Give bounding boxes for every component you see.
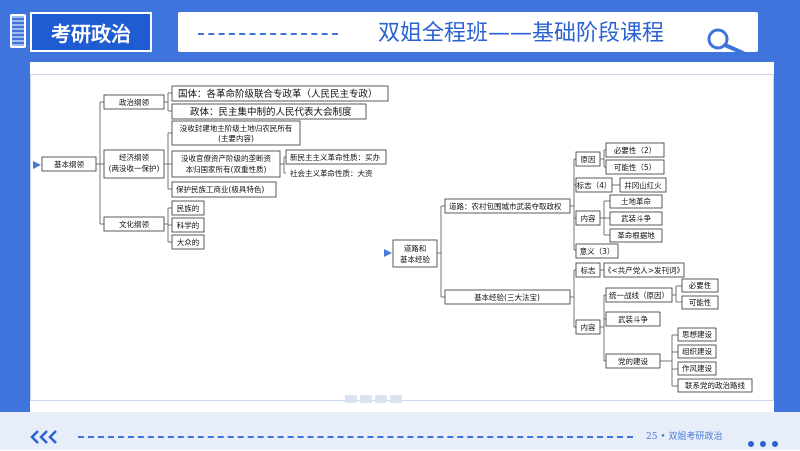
label-popular: 大众的 — [177, 237, 200, 247]
label-meaning: 意义（3） — [580, 246, 615, 256]
dot-3 — [772, 441, 778, 447]
label-armed-struggle: 武装斗争 — [621, 213, 651, 223]
label-style: 作风建设 — [682, 363, 712, 373]
node-national — [171, 200, 205, 216]
label-communist-foreword: 《<共产党人>发刊词》 — [604, 265, 684, 275]
label-uf-possibility: 可能性 — [689, 297, 712, 307]
slide-thumbnails — [345, 388, 405, 407]
node-meaning — [575, 243, 619, 259]
node-government-system — [171, 103, 367, 120]
label-socialist-nature: 社会主义革命性质：大资 — [290, 168, 373, 178]
label-state-system: 国体：各革命阶级联合专政革（人民民主专政） — [178, 88, 378, 100]
brand-title-text: 考研政治 — [51, 21, 131, 46]
label-road: 道路：农村包围城市武装夺取政权 — [449, 201, 562, 211]
label-exp-armed-struggle: 武装斗争 — [618, 314, 648, 324]
label-scientific: 科学的 — [177, 220, 200, 230]
thumbnail-marker — [390, 395, 402, 403]
label-united-front: 统一战线（原因） — [609, 290, 669, 300]
root-arrow-icon — [384, 249, 392, 257]
label-political-program: 政治纲领 — [119, 97, 149, 107]
node-state-system — [171, 85, 389, 102]
right-frame — [774, 62, 800, 412]
label-content: 内容 — [581, 213, 596, 223]
label-land-confiscation-sub: (主要内容) — [218, 133, 254, 143]
node-capital-confiscation — [171, 150, 281, 178]
node-scientific — [171, 217, 205, 233]
label-protect-industry: 保护民族工商业(极具特色) — [176, 184, 264, 194]
label-economic-program-sub: (两没收一保护) — [109, 163, 160, 173]
node-ideological — [677, 327, 717, 342]
thumbnail-marker — [375, 395, 387, 403]
label-capital-confiscation: 没收官僚资产阶级的垄断资 — [181, 153, 271, 163]
label-necessity: 必要性（2） — [614, 145, 656, 155]
dot-2 — [760, 441, 766, 447]
label-road-experience-sub: 基本经验 — [400, 254, 430, 264]
label-marker: 标志（4） — [577, 180, 612, 190]
label-organizational: 组织建设 — [682, 346, 712, 356]
footer-bar — [0, 412, 800, 450]
label-possibility: 可能性（5） — [614, 162, 656, 172]
label-national: 民族的 — [177, 203, 200, 213]
node-uf-necessity — [681, 278, 719, 293]
node-political-line — [677, 378, 753, 393]
dot-1 — [748, 441, 754, 447]
node-necessity — [605, 142, 665, 158]
left-frame — [0, 62, 30, 412]
label-land-revolution: 土地革命 — [621, 196, 651, 206]
node-armed-struggle — [609, 211, 663, 226]
label-jinggang: 井冈山红火 — [624, 180, 662, 190]
node-communist-foreword — [603, 262, 685, 278]
magnifier-icon[interactable] — [705, 26, 751, 56]
node-possibility — [605, 159, 665, 175]
three-dots-icon[interactable] — [748, 432, 784, 451]
page-label: 25 • 双姐考研政治 — [646, 432, 723, 442]
label-cultural-program: 文化纲领 — [119, 219, 149, 229]
node-jinggang — [619, 177, 667, 193]
label-basic-program: 基本纲领 — [54, 159, 84, 169]
brand-title: 考研政治 — [30, 12, 152, 52]
node-style — [677, 361, 717, 376]
label-capital-confiscation-sub: 本归国家所有(双重性质) — [186, 164, 267, 174]
label-reason: 原因 — [581, 155, 596, 164]
label-party-building: 党的建设 — [618, 356, 648, 366]
header-decoration — [10, 14, 26, 48]
root-arrow-icon — [33, 161, 41, 169]
node-uf-possibility — [681, 295, 719, 310]
label-government-system: 政体：民主集中制的人民代表大会制度 — [190, 106, 352, 118]
node-road-experience — [392, 239, 438, 268]
label-uf-necessity: 必要性 — [689, 280, 712, 290]
banner-dash-line — [198, 33, 338, 35]
course-banner: 双姐全程班——基础阶段课程 — [178, 12, 758, 52]
thumbnail-marker — [360, 395, 372, 403]
label-ideological: 思想建设 — [682, 329, 712, 339]
label-revolutionary-base: 革命根据地 — [617, 230, 655, 240]
node-popular — [171, 234, 205, 250]
footer-dash-line — [78, 436, 633, 438]
node-new-democratic-nature — [285, 149, 387, 165]
label-road-experience: 道路和 — [404, 243, 427, 253]
node-exp-armed-struggle — [605, 311, 661, 327]
label-basic-experience: 基本经验(三大法宝) — [474, 292, 540, 302]
label-land-confiscation: 没收封建地主阶级土地归农民所有 — [180, 123, 293, 133]
node-protect-industry — [171, 181, 277, 198]
double-chevron-left-icon[interactable] — [30, 430, 70, 444]
thumbnail-marker — [345, 395, 357, 403]
label-economic-program: 经济纲领 — [119, 152, 149, 162]
label-exp-marker: 标志 — [581, 265, 596, 275]
node-revolutionary-base — [609, 228, 663, 243]
label-political-line: 联系党的政治路线 — [685, 380, 745, 390]
label-exp-content: 内容 — [581, 322, 596, 332]
node-organizational — [677, 344, 717, 359]
banner-title: 双姐全程班——基础阶段课程 — [378, 21, 665, 46]
node-land-confiscation — [171, 120, 301, 146]
node-land-revolution — [609, 194, 663, 209]
label-new-democratic-nature: 新民主主义革命性质：买办 — [290, 152, 380, 162]
